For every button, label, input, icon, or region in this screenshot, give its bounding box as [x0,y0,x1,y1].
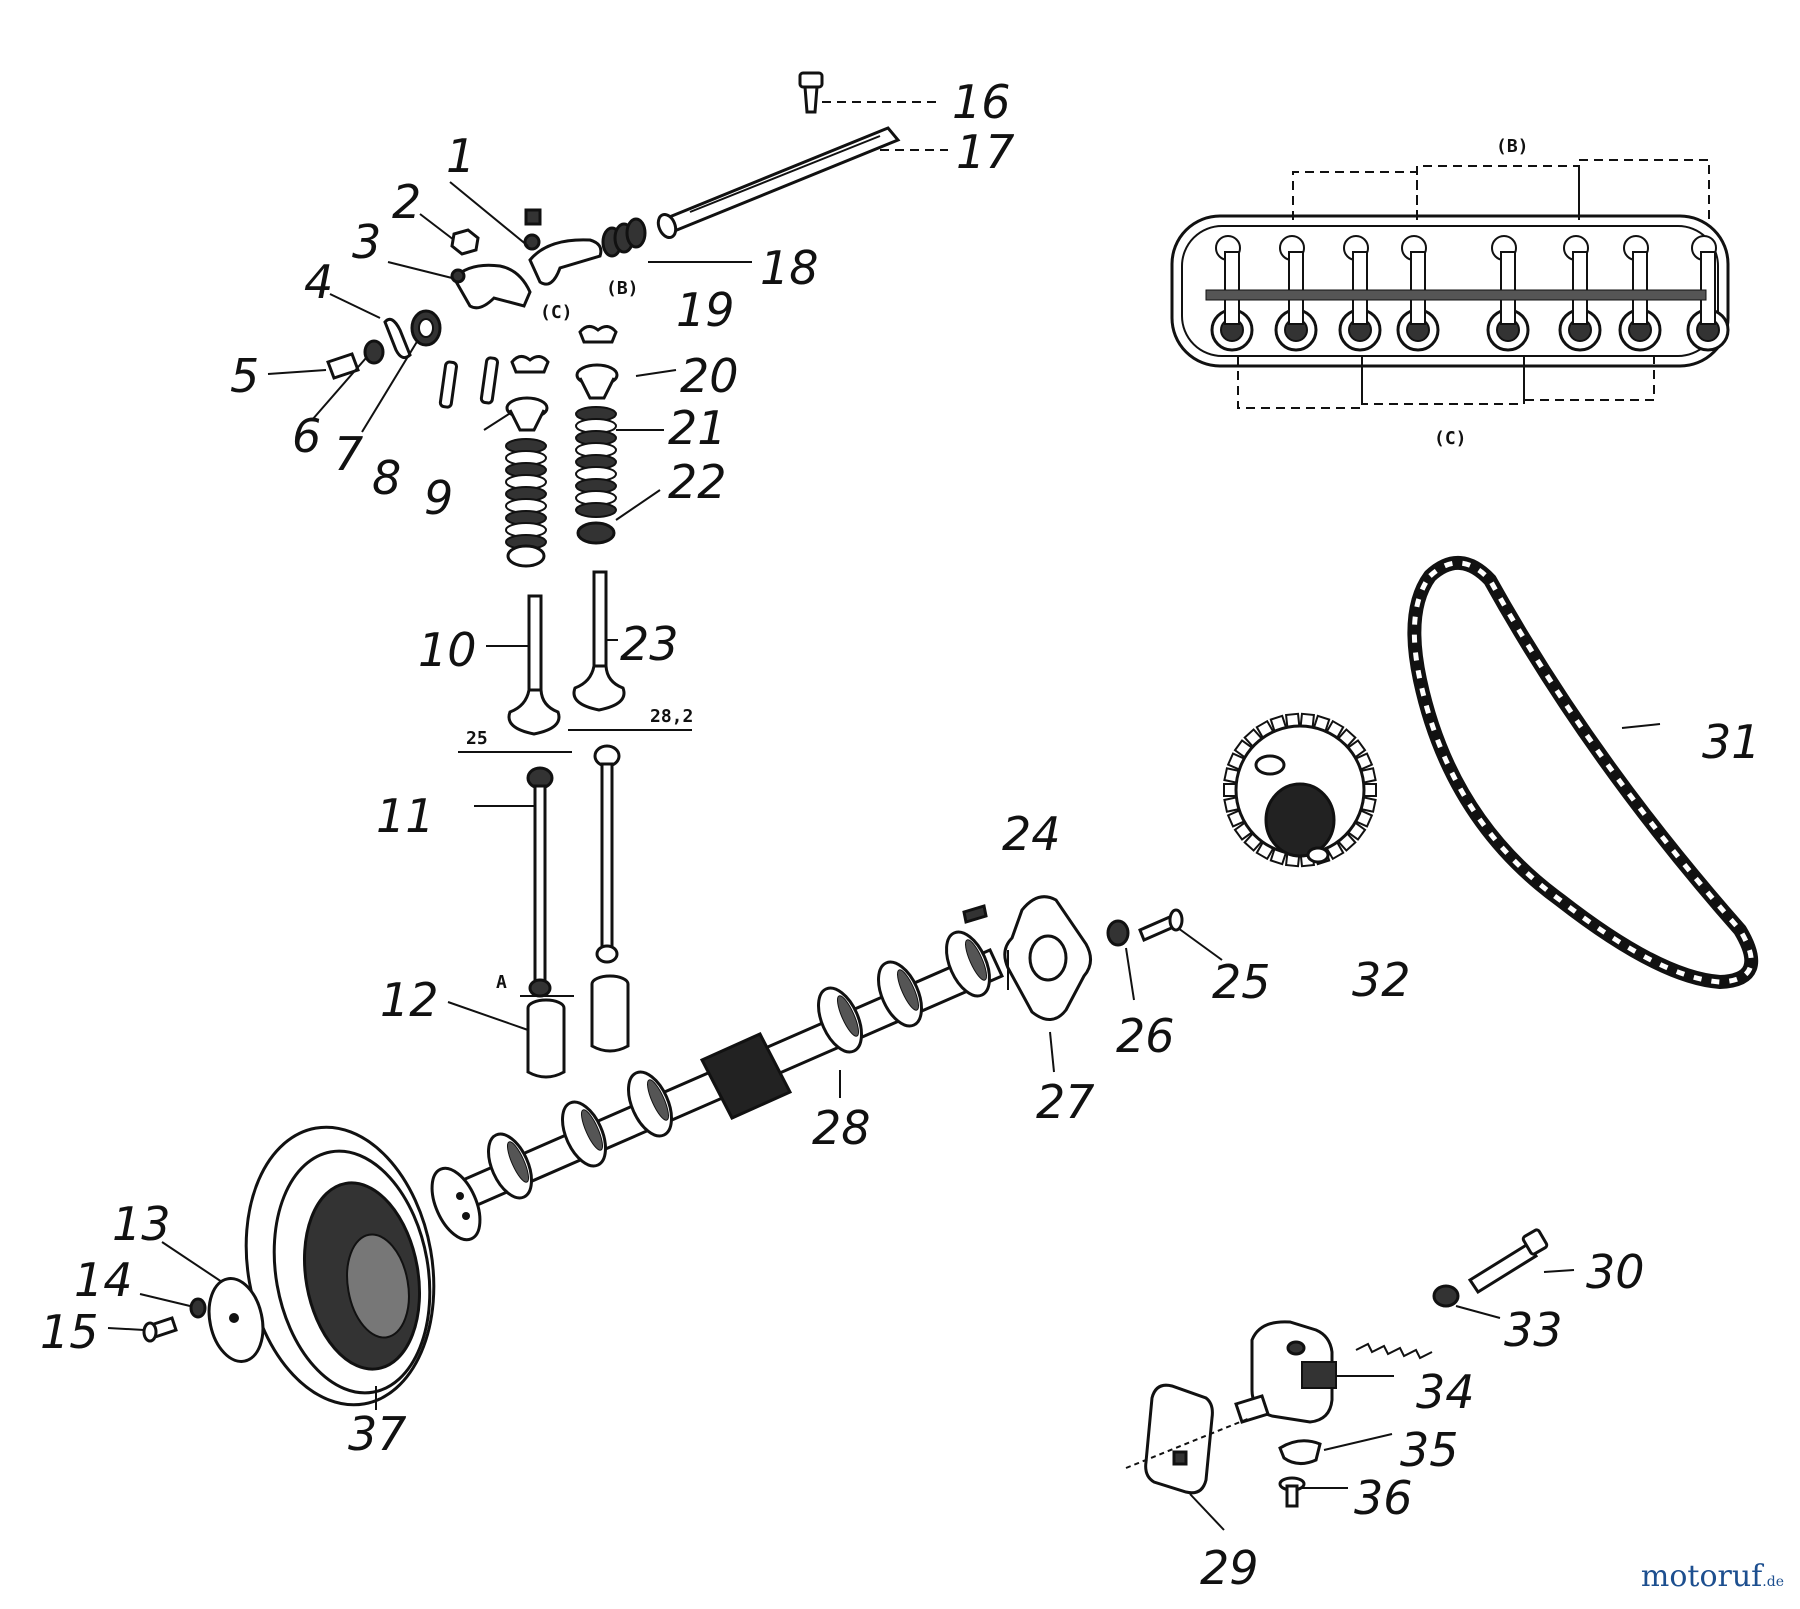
part-7-spring [410,309,442,347]
watermark-logo: motoruf.de [1641,1559,1784,1594]
label-37: 37 [348,1407,407,1461]
label-31: 31 [1702,715,1761,769]
part-2-nut [450,228,480,256]
part-31-timing-chain [1407,555,1759,990]
label-35: 35 [1400,1423,1459,1477]
part-16-bolt [798,71,824,114]
part-32-camshaft-sprocket [1223,712,1377,868]
part-9-pin [479,356,499,405]
part-29-bracket [1125,1383,1251,1495]
dimension-25: 25 [466,728,488,749]
label-12: 12 [380,973,439,1027]
callout-c-bottom: (C) [1434,428,1467,449]
head-ports [1205,235,1730,352]
label-11: 11 [376,789,435,843]
label-24: 24 [1002,807,1061,861]
part-27-thrust-plate [1003,895,1092,1021]
label-28: 28 [812,1101,871,1155]
part-35-lockplate [1278,1439,1322,1465]
part-11-pushrod [526,766,554,998]
dimension-282: 28,2 [650,706,693,727]
part-14-washer [189,1297,207,1319]
label-1: 1 [446,129,475,183]
part-tappet-right [590,974,630,1053]
part-33-washer [1432,1284,1460,1308]
label-30: 30 [1586,1245,1645,1299]
label-19: 19 [676,283,735,337]
part-21-valve-spring [575,406,617,518]
part-3-rocker-arm [450,263,532,310]
part-1-rocker-arm [523,208,603,286]
label-22: 22 [668,455,727,509]
part-20-retainer [575,363,619,400]
label-26: 26 [1116,1009,1175,1063]
part-18-spring [601,217,647,258]
label-27: 27 [1036,1075,1095,1129]
part-15-bolt [142,1316,178,1343]
part-34-tensioner [1234,1320,1337,1424]
part-28-camshaft [430,930,1005,1242]
leader-lines [107,101,1661,1531]
part-26-washer [1106,919,1130,947]
label-14: 14 [74,1253,133,1307]
part-valve-spring-left [505,438,547,550]
label-7: 7 [334,427,363,481]
part-24-key [962,904,988,924]
part-19-valve-keys [578,325,618,344]
label-36: 36 [1354,1471,1413,1525]
label-29: 29 [1200,1541,1259,1595]
part-17-rocker-shaft [656,126,901,240]
label-20: 20 [680,349,739,403]
label-25: 25 [1212,955,1271,1009]
label-8: 8 [372,451,401,505]
part-25-bolt [1138,908,1184,942]
part-30-bolt [1467,1228,1549,1295]
label-6: 6 [292,409,321,463]
callout-b-top: (B) [1496,136,1529,157]
part-4-clip [383,317,412,360]
part-5-plug [326,352,360,380]
label-17: 17 [956,125,1015,179]
label-23: 23 [620,617,679,671]
callout-c-rocker: (C) [540,302,573,323]
part-13-plate [207,1277,265,1363]
label-9: 9 [424,471,453,525]
label-4: 4 [304,255,333,309]
watermark-brand: motoruf [1640,1559,1763,1594]
label-21: 21 [668,401,727,455]
label-16: 16 [952,75,1011,129]
watermark-tld: .de [1762,1574,1784,1590]
label-5: 5 [230,349,259,403]
label-34: 34 [1416,1365,1475,1419]
label-18: 18 [760,241,819,295]
label-33: 33 [1504,1303,1563,1357]
part-12-tappet [526,998,566,1079]
part-36-screw [1278,1476,1306,1508]
label-2: 2 [392,175,421,229]
part-37-pulley [244,1125,436,1407]
part-8-pin [438,360,458,409]
callout-b-rocker: (B) [606,278,639,299]
part-tensioner-spring [1355,1342,1433,1360]
part-pushrod-right [593,744,621,964]
cylinder-head-top-view: (B) (C) [1170,136,1730,449]
label-10: 10 [418,623,477,677]
part-22-spring-seat [576,521,616,545]
part-retainer-left [505,396,549,432]
label-13: 13 [112,1197,171,1251]
part-number-labels: 1 2 3 4 5 6 7 8 9 10 11 12 13 14 15 16 1… [40,75,1761,1595]
part-10-valve [507,594,561,736]
label-3: 3 [352,215,381,269]
part-6-washer [363,339,385,365]
dimension-a: A [496,972,507,993]
part-23-valve [572,570,626,712]
valve-train: 25 28,2 A [458,325,693,1079]
label-15: 15 [40,1305,99,1359]
label-32: 32 [1352,953,1411,1007]
part-spring-seat-left [506,544,546,568]
